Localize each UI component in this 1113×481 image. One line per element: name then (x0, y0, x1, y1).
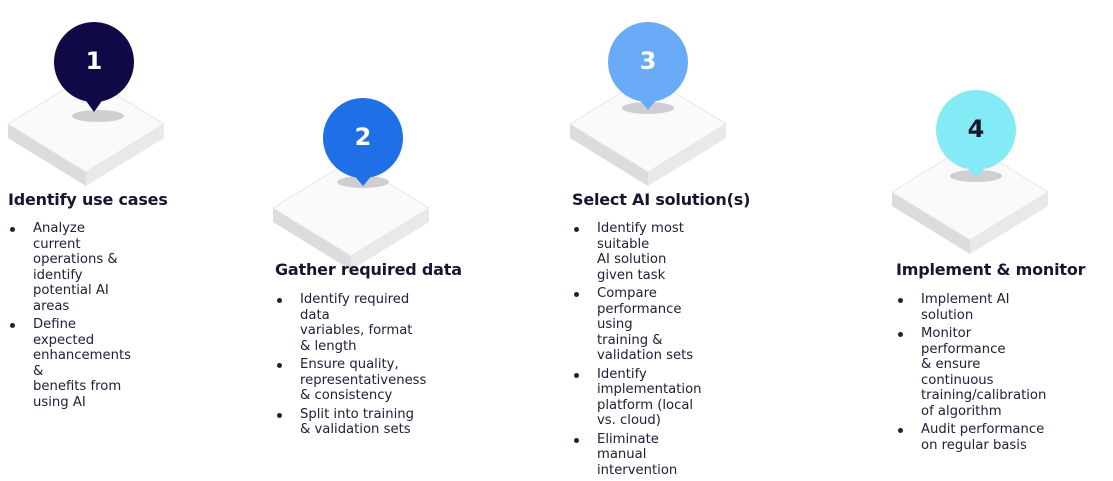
platform-block-3 (569, 75, 727, 186)
step-1: 1 Identify use cases Analyze current ope… (7, 14, 168, 410)
step-2-bullets: Identify required data variables, format… (275, 292, 426, 441)
step-1-bullet: Analyze current operations & identify po… (8, 221, 131, 314)
platform-block-2 (272, 159, 430, 270)
pin-4 (936, 90, 1016, 182)
platform-block-1 (7, 75, 165, 186)
step-2-bullet: Identify required data variables, format… (275, 292, 426, 354)
step-3: 3 Select AI solution(s) Identify most su… (569, 14, 750, 478)
step-1-bullet: Define expected enhancements & benefits … (8, 317, 131, 410)
step-4-bullet: Monitor performance & ensure continuous … (896, 326, 1046, 419)
step-4: 4 Implement & monitor Implement AI solut… (891, 14, 1086, 453)
step-1-number: 1 (85, 47, 103, 75)
step-4-number: 4 (967, 115, 985, 143)
step-1-title: Identify use cases (8, 190, 168, 209)
step-3-bullets: Identify most suitable AI solution given… (572, 221, 702, 481)
step-4-bullet: Implement AI solution (896, 292, 1046, 323)
step-3-bullet: Compare performance using training & val… (572, 286, 701, 364)
pin-4-head (936, 90, 1016, 170)
step-4-title: Implement & monitor (896, 260, 1086, 279)
step-4-bullet: Audit performance on regular basis (896, 422, 1046, 453)
step-3-title: Select AI solution(s) (572, 190, 751, 209)
pin-1 (54, 22, 134, 122)
step-2-title: Gather required data (275, 260, 462, 279)
pin-2-head (323, 98, 403, 178)
step-2: 2 Gather required data Identify required… (272, 14, 462, 437)
step-2-bullet: Split into training & validation sets (275, 407, 426, 438)
platform-block-4 (891, 143, 1049, 254)
step-2-number: 2 (354, 123, 372, 151)
step-1-bullets: Analyze current operations & identify po… (8, 221, 131, 413)
step-2-bullet: Ensure quality, representativeness & con… (275, 357, 426, 404)
pin-2 (323, 98, 403, 188)
step-3-bullet: Eliminate manual intervention (572, 432, 701, 479)
pin-3 (608, 22, 688, 114)
step-3-bullet: Identify implementation platform (local … (572, 367, 702, 429)
step-4-bullets: Implement AI solution Monitor performanc… (896, 292, 1046, 456)
pin-1-head (54, 22, 134, 102)
step-3-bullet: Identify most suitable AI solution given… (572, 221, 701, 283)
step-3-number: 3 (639, 47, 657, 75)
pin-3-head (608, 22, 688, 102)
